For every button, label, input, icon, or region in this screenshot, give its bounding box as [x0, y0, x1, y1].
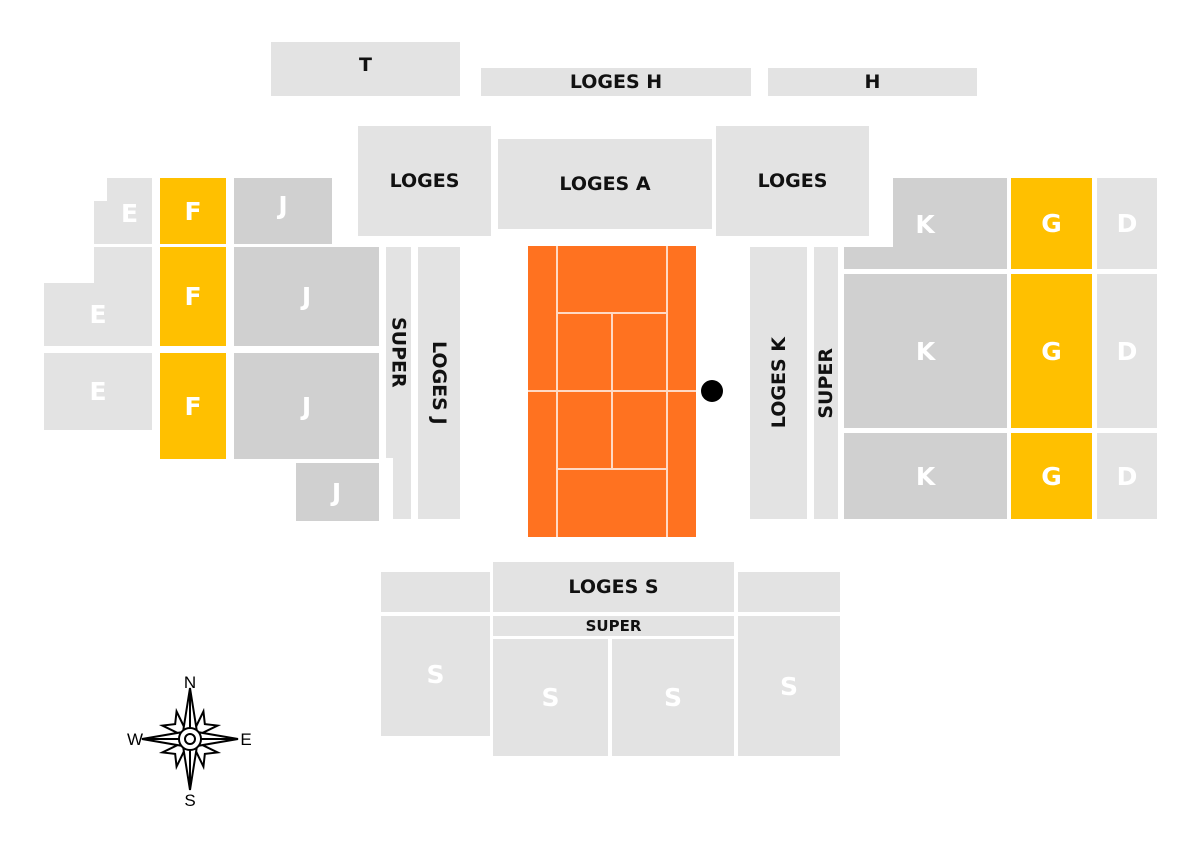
section-s-3[interactable]: S	[612, 639, 734, 756]
section-k-3[interactable]: K	[844, 433, 1007, 519]
section-d-2[interactable]: D	[1097, 274, 1157, 428]
section-f-1[interactable]: F	[160, 178, 226, 244]
section-j-4[interactable]: J	[296, 463, 379, 521]
section-j-1[interactable]: J	[234, 178, 332, 244]
section-label: S	[779, 671, 798, 701]
section-d-3[interactable]: D	[1097, 433, 1157, 519]
section-loges-k[interactable]: LOGES K	[750, 247, 807, 519]
section-label: G	[1041, 461, 1062, 491]
compass-e-label: E	[240, 730, 251, 749]
compass-s-label: S	[184, 791, 195, 810]
section-label: LOGES J	[428, 341, 450, 425]
ball-icon	[701, 380, 723, 402]
section-label: K	[915, 461, 936, 491]
section-label: S	[541, 683, 560, 712]
compass-n-label: N	[184, 673, 196, 692]
section-label: J	[301, 282, 312, 311]
section-super-south[interactable]: SUPER	[493, 616, 734, 636]
section-super-east[interactable]: SUPER	[814, 247, 838, 519]
section-loges-h[interactable]: LOGES H	[481, 68, 751, 96]
section-label: D	[1116, 461, 1138, 491]
section-loges-a[interactable]: LOGES A	[498, 139, 712, 229]
section-label: F	[184, 391, 202, 421]
section-label: LOGES	[757, 170, 828, 192]
section-label: LOGES H	[569, 71, 663, 93]
section-south-upper-right[interactable]	[738, 572, 840, 612]
section-super-west-tail[interactable]	[393, 440, 411, 519]
section-label: J	[301, 391, 312, 421]
section-label: D	[1116, 209, 1138, 238]
section-label: S	[663, 683, 682, 712]
section-label: E	[89, 377, 107, 406]
section-k-2[interactable]: K	[844, 274, 1007, 428]
section-e-1[interactable]: E	[107, 178, 152, 244]
section-label: LOGES	[389, 170, 460, 192]
section-f-3[interactable]: F	[160, 353, 226, 459]
section-h[interactable]: H	[768, 68, 977, 96]
section-label: G	[1041, 209, 1062, 238]
court-lines	[528, 246, 696, 537]
section-g-2[interactable]: G	[1011, 274, 1092, 428]
section-loges-ne[interactable]: LOGES	[716, 126, 869, 236]
section-g-3[interactable]: G	[1011, 433, 1092, 519]
section-s-2[interactable]: S	[493, 639, 608, 756]
section-label: LOGES K	[767, 337, 790, 429]
section-label: E	[120, 198, 139, 228]
section-e-3[interactable]: E	[44, 353, 152, 430]
section-south-upper-left[interactable]	[381, 572, 490, 612]
section-j-2[interactable]: J	[234, 247, 379, 346]
section-label: LOGES S	[568, 576, 659, 598]
section-t[interactable]: T	[271, 42, 460, 96]
section-label: SUPER	[585, 617, 642, 635]
section-label: S	[426, 660, 445, 689]
compass-w-label: W	[127, 730, 143, 749]
section-label: G	[1041, 336, 1062, 366]
section-label: J	[278, 190, 288, 220]
section-label: H	[864, 71, 881, 93]
section-loges-nw[interactable]: LOGES	[358, 126, 491, 236]
section-label: F	[184, 282, 202, 311]
compass-rose-icon: N S E W	[127, 673, 252, 810]
section-e-2[interactable]: E	[44, 283, 152, 346]
section-d-1[interactable]: D	[1097, 178, 1157, 269]
section-s-4[interactable]: S	[738, 616, 840, 756]
section-label: K	[915, 210, 935, 239]
section-label: K	[915, 336, 936, 366]
section-super-west[interactable]: SUPER	[386, 247, 411, 458]
section-g-1[interactable]: G	[1011, 178, 1092, 269]
section-label: J	[331, 477, 342, 507]
section-label: SUPER	[387, 317, 410, 388]
section-k-1[interactable]: K	[893, 178, 1007, 269]
section-label: SUPER	[815, 347, 837, 419]
section-label: E	[89, 300, 107, 329]
section-loges-j[interactable]: LOGES J	[418, 247, 460, 519]
section-f-2[interactable]: F	[160, 247, 226, 346]
section-label: LOGES A	[559, 173, 651, 195]
section-s-1[interactable]: S	[381, 616, 490, 736]
section-label: D	[1116, 336, 1138, 366]
section-label: F	[184, 196, 202, 226]
section-j-3[interactable]: J	[234, 353, 379, 459]
section-label: T	[359, 54, 372, 76]
section-loges-s[interactable]: LOGES S	[493, 562, 734, 612]
tennis-court	[528, 246, 696, 537]
